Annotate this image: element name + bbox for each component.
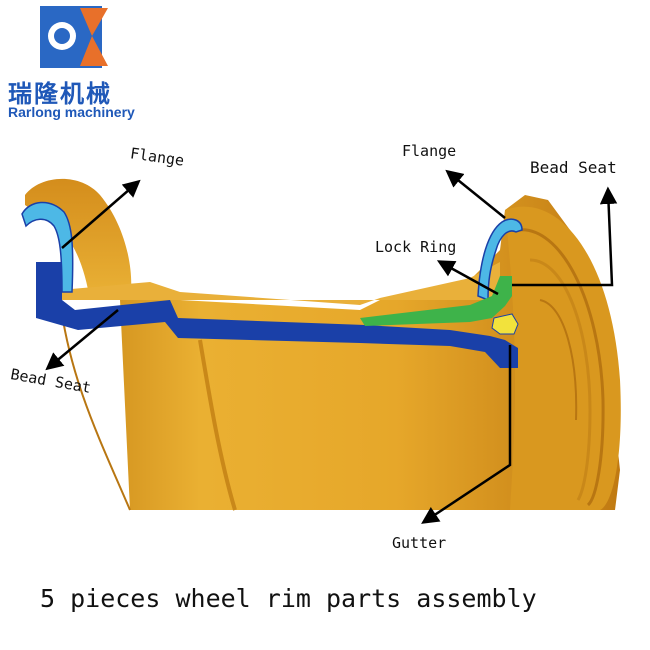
rim-body	[25, 178, 621, 511]
arrow-bead-seat-left	[45, 309, 119, 371]
label-bead-seat-right: Bead Seat	[530, 158, 617, 177]
label-gutter: Gutter	[392, 534, 447, 552]
arrow-lock-ring	[436, 260, 499, 296]
leader-lines	[45, 169, 618, 524]
left-flange-ring	[21, 201, 74, 293]
arrow-gutter	[421, 345, 512, 524]
rim-cross-section	[36, 262, 518, 368]
label-lock-ring: Lock Ring	[375, 238, 457, 256]
logo-mark	[40, 6, 108, 68]
arrow-bead-seat-right	[512, 186, 618, 287]
logo-name-cn: 瑞隆机械	[8, 80, 112, 108]
gutter-ring	[491, 313, 519, 335]
diagram-caption: 5 pieces wheel rim parts assembly	[40, 584, 537, 613]
label-flange-right: Flange	[402, 142, 457, 160]
arrow-flange-right	[445, 169, 506, 219]
lock-ring	[360, 276, 512, 326]
arrow-flange-left	[61, 179, 141, 249]
right-flange-ring	[477, 218, 523, 302]
logo-mark-s	[80, 8, 108, 66]
logo-name-en: Rarlong machinery	[8, 104, 135, 120]
